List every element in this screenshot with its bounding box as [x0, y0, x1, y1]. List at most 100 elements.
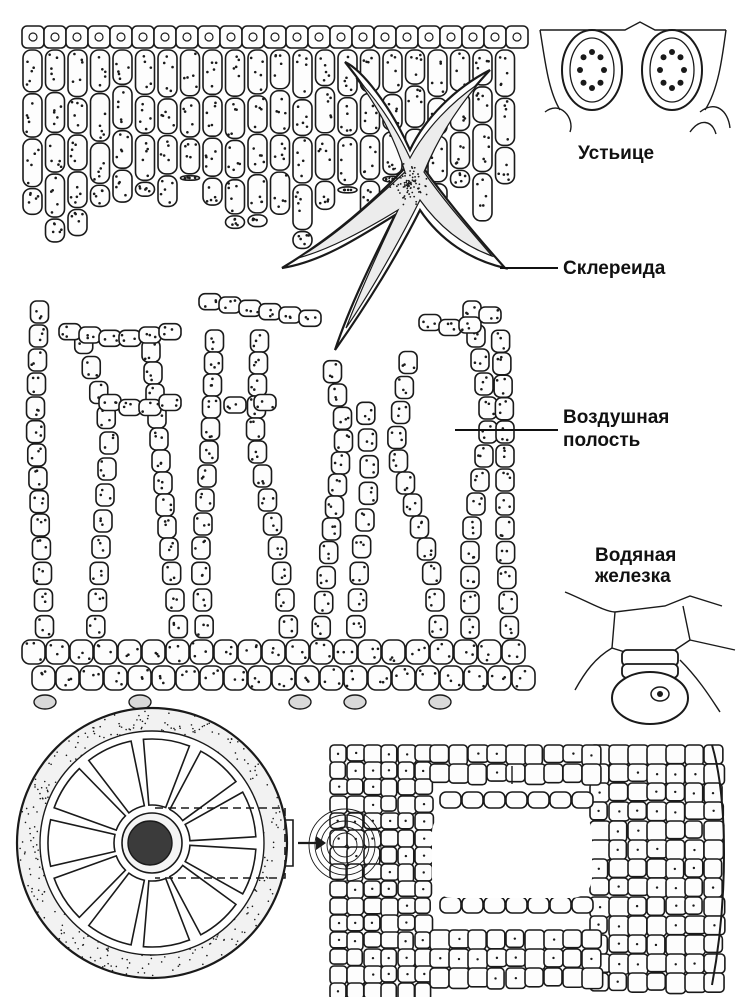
chloroplast-dot: [373, 656, 376, 659]
chloroplast-dot: [502, 498, 506, 502]
chloroplast-dot: [211, 456, 214, 460]
cell-nucleus: [388, 870, 392, 874]
chloroplast-dot: [403, 668, 407, 671]
spongy-cell: [157, 515, 177, 539]
cell-nucleus: [598, 905, 602, 909]
chloroplast-dot: [271, 405, 274, 409]
chloroplast-dot: [261, 501, 264, 505]
chloroplast-dot: [472, 499, 475, 503]
chloroplast-dot: [300, 650, 304, 654]
stipple-dot: [389, 186, 392, 189]
cortex-stipple: [128, 728, 130, 730]
spongy-cell: [390, 400, 411, 425]
chloroplast-dot: [280, 153, 284, 157]
chloroplast-dot: [209, 363, 213, 366]
nucleus: [94, 32, 104, 42]
cell-nucleus: [477, 752, 480, 755]
chloroplast-dot: [161, 114, 165, 118]
parenchyma-cell: [646, 972, 667, 991]
cell-nucleus: [336, 819, 339, 822]
chloroplast-dot: [49, 190, 53, 193]
palisade-cell: [494, 97, 516, 147]
chloroplast-dot: [167, 144, 170, 147]
chloroplast-dot: [346, 188, 350, 192]
chloroplast-dot: [102, 161, 105, 165]
parenchyma-cell: [329, 880, 348, 898]
chloroplast-dot: [216, 669, 219, 672]
cortex-stipple: [27, 884, 29, 887]
chloroplast-dot: [164, 523, 167, 527]
parenchyma-cell: [703, 858, 723, 879]
chloroplast-dot: [160, 414, 164, 417]
cell-nucleus: [590, 754, 593, 757]
stipple-dot: [415, 203, 418, 206]
chloroplast-dot: [65, 325, 68, 329]
palisade-cell: [202, 49, 223, 96]
chloroplast-dot: [469, 595, 472, 599]
chloroplast-dot: [313, 316, 317, 319]
chloroplast-dot: [36, 539, 40, 543]
chloroplast-dot: [404, 391, 408, 395]
chloroplast-dot: [211, 377, 214, 381]
cortex-stipple: [192, 727, 194, 730]
lower-epidermis-cell: [271, 665, 296, 691]
chloroplast-dot: [271, 497, 275, 500]
chloroplast-dot: [296, 105, 300, 109]
parenchyma-cell: [505, 763, 526, 783]
chloroplast-dot: [333, 387, 336, 391]
chloroplast-dot: [155, 652, 159, 656]
chloroplast-dot: [504, 107, 508, 111]
chloroplast-dot: [205, 430, 208, 434]
chloroplast-dot: [467, 670, 471, 673]
chloroplast-dot: [146, 147, 150, 151]
cell-nucleus: [405, 904, 409, 907]
chloroplast-dot: [257, 680, 261, 684]
chloroplast-dot: [403, 363, 406, 366]
chloroplast-dot: [503, 377, 506, 381]
chloroplast-dot: [81, 651, 84, 655]
parenchyma-cell: [627, 915, 648, 937]
air-canal: [87, 740, 146, 814]
cortex-stipple: [277, 826, 279, 829]
parenchyma-cell: [646, 858, 668, 879]
chloroplast-dot: [71, 80, 75, 83]
chloroplast-dot: [118, 133, 122, 136]
cell-nucleus: [597, 867, 601, 870]
chloroplast-dot: [390, 54, 393, 57]
chloroplast-dot: [503, 115, 507, 118]
chloroplast-dot: [352, 622, 356, 626]
cortex-stipple: [271, 821, 273, 823]
chloroplast-dot: [138, 120, 142, 123]
chloroplast-dot: [162, 61, 166, 65]
parenchyma-cell: [646, 744, 669, 767]
cortex-stipple: [39, 792, 41, 795]
chloroplast-dot: [158, 674, 162, 678]
cortex-stipple: [271, 860, 273, 862]
parenchyma-cell: [543, 763, 564, 784]
spongy-cell: [387, 425, 407, 450]
cortex-stipple: [41, 893, 44, 896]
chloroplast-dot: [119, 118, 123, 121]
spongy-cell: [151, 449, 171, 473]
parenchyma-cell: [684, 934, 707, 956]
chloroplast-dot: [70, 148, 74, 152]
palisade-cell: [337, 96, 358, 137]
chloroplast-dot: [172, 124, 176, 127]
cortex-stipple: [84, 747, 86, 749]
chloroplast-dot: [314, 622, 317, 626]
cell-nucleus: [636, 848, 639, 851]
stipple-dot: [411, 191, 414, 194]
cell-nucleus: [387, 956, 390, 960]
chloroplast-dot: [97, 174, 101, 178]
chloroplast-dot: [209, 384, 213, 387]
chloroplast-dot: [435, 579, 439, 582]
stipple-dot: [404, 174, 406, 177]
chloroplast-dot: [126, 135, 130, 139]
cortex-stipple: [97, 941, 99, 943]
chloroplast-dot: [61, 332, 65, 336]
chloroplast-dot: [340, 125, 343, 129]
chloroplast-dot: [153, 335, 157, 339]
chloroplast-dot: [230, 197, 233, 200]
lower-epidermis-cell: [381, 639, 406, 665]
chloroplast-dot: [159, 153, 163, 156]
